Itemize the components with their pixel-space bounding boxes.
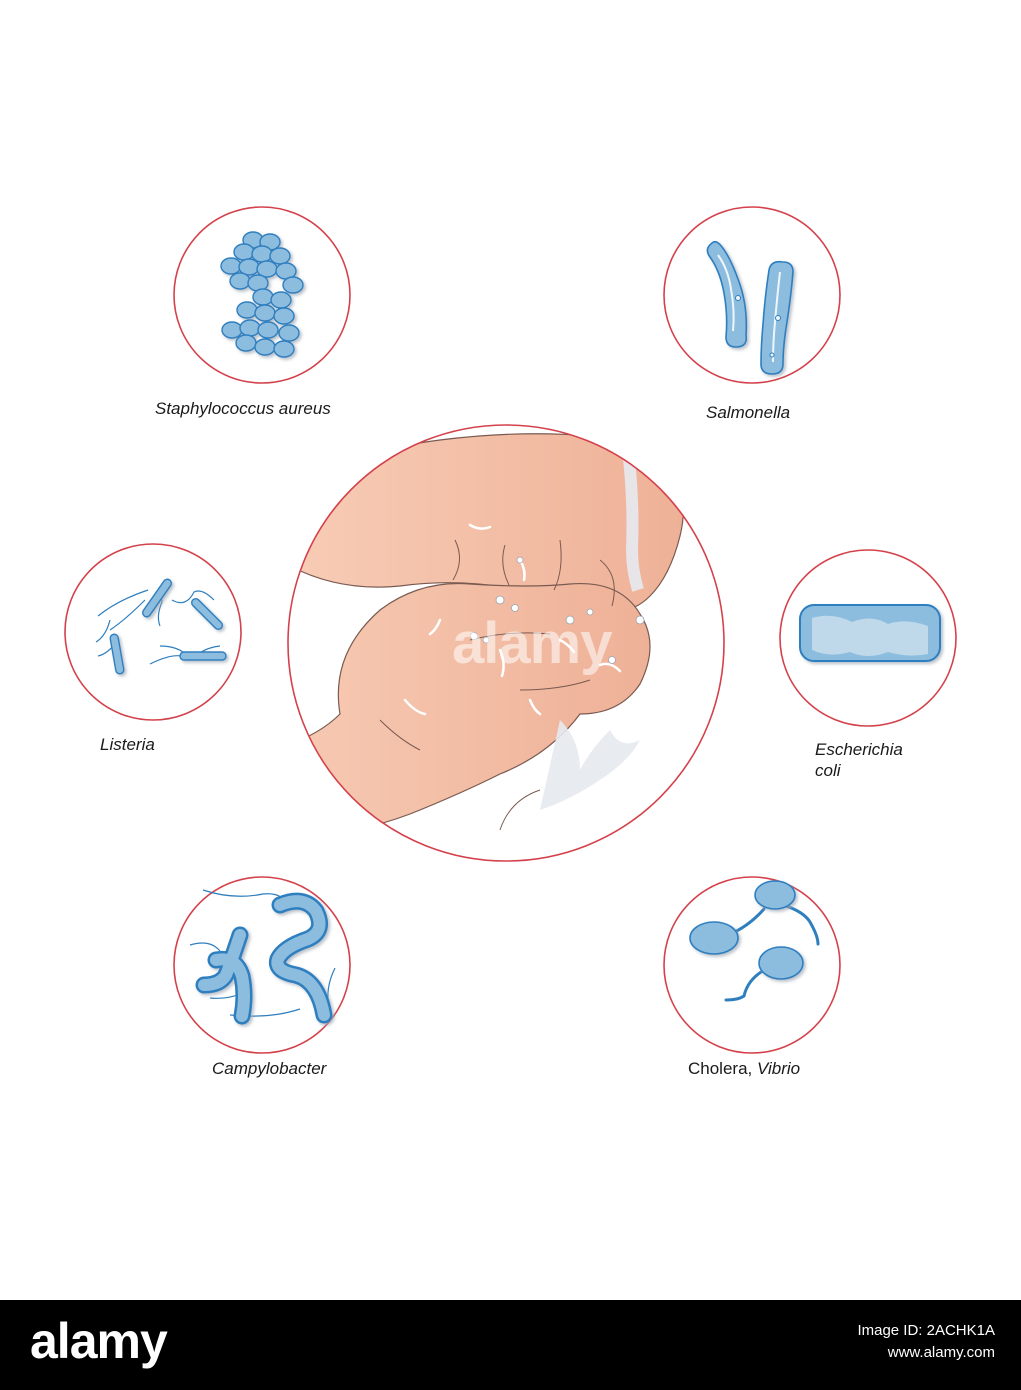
label-salmonella: Salmonella: [706, 403, 791, 422]
footer-logo: alamy: [30, 1313, 168, 1369]
staphylococcus-cocci-cluster: [220, 231, 304, 358]
diagram-canvas: alamy Staphylococcus aureus Salmonella L…: [64, 206, 957, 1079]
footer-image-id: Image ID: 2ACHK1A: [857, 1322, 995, 1339]
hand-washing-circle: [287, 424, 725, 862]
cholera-panel: [663, 876, 841, 1054]
salmonella-panel: [663, 206, 841, 384]
listeria-circle: [64, 543, 242, 721]
water-stream: [622, 449, 644, 592]
listeria-rods: [109, 578, 227, 675]
staphylococcus-panel: [173, 206, 351, 384]
listeria-panel: [64, 543, 242, 721]
salmonella-circle: [663, 206, 841, 384]
label-escherichia-line1: Escherichia: [815, 740, 903, 759]
label-cholera-prefix: Cholera,: [688, 1059, 757, 1078]
cholera-circle: [663, 876, 841, 1054]
campylobacter-circle: [173, 876, 351, 1054]
footer-bar: alamy Image ID: 2ACHK1A www.alamy.com: [0, 1300, 1021, 1390]
upper-hand: [289, 433, 684, 610]
label-escherichia-line2: coli: [815, 761, 841, 780]
label-vibrio: Vibrio: [756, 1059, 801, 1078]
hand-washing-panel: [287, 424, 725, 862]
footer-url: www.alamy.com: [887, 1344, 995, 1361]
ecoli-panel: [779, 549, 957, 727]
label-listeria: Listeria: [100, 735, 155, 754]
label-escherichia-coli: Escherichia coli: [815, 739, 903, 781]
label-cholera: Cholera, Vibrio: [688, 1058, 800, 1079]
campylobacter-panel: [173, 876, 351, 1054]
footer-image-info: Image ID: 2ACHK1A www.alamy.com: [857, 1320, 995, 1364]
label-campylobacter: Campylobacter: [212, 1059, 327, 1078]
label-staphylococcus: Staphylococcus aureus: [155, 399, 331, 418]
cholera-vibrios: [689, 880, 804, 980]
diagram-artwork: [64, 206, 957, 1054]
water-droplets: [403, 523, 622, 716]
center-watermark: alamy: [452, 611, 612, 676]
salmonella-rod-left: [706, 240, 748, 348]
water-splash: [540, 720, 640, 810]
